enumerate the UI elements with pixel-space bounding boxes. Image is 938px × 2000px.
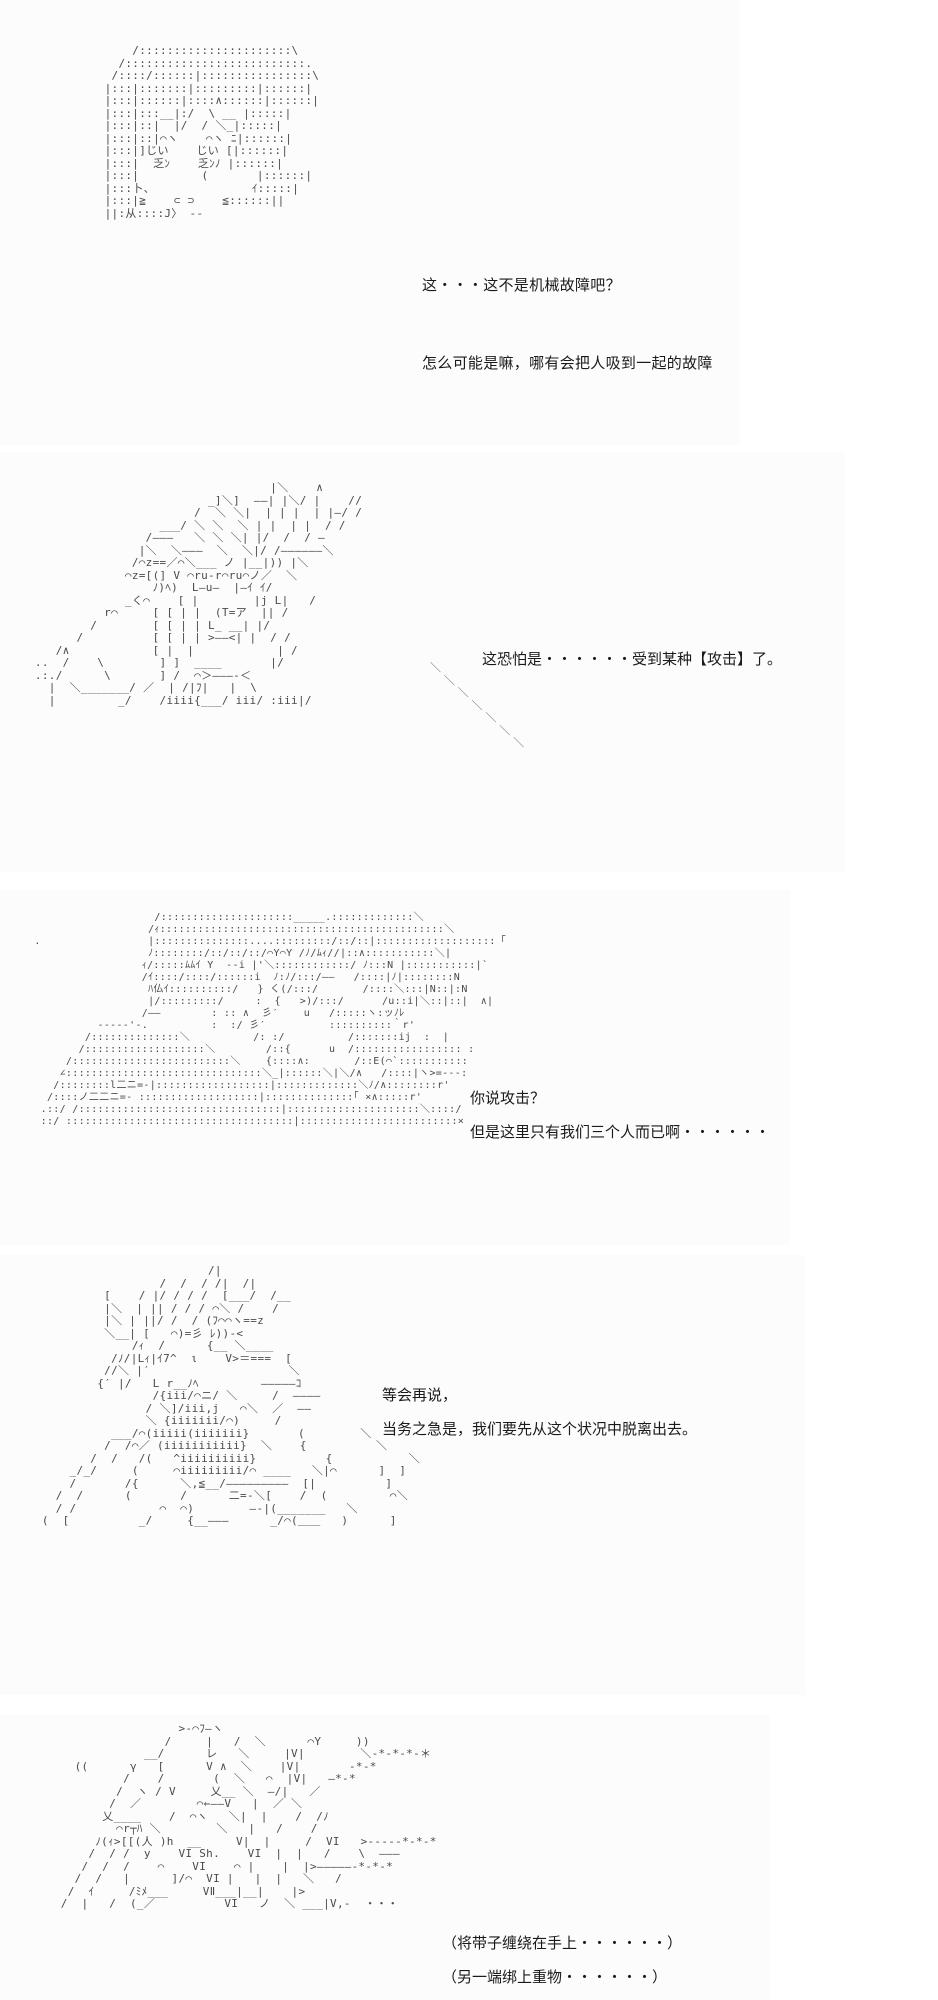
ascii-art-character-4: /| / / / /| /| [ / |/ / / / [___/ /__ |＼…	[41, 1264, 421, 1527]
dialogue-5: （将带子缠绕在手上・・・・・・） （另一端绑上重物・・・・・・）	[442, 1933, 682, 2000]
dialogue-line: 当务之急是，我们要先从这个状况中脱离出去。	[382, 1420, 698, 1438]
dialogue-line: 怎么可能是嘛，哪有会把人吸到一起的故障	[422, 354, 713, 372]
dialogue-line: 这恐怕是・・・・・・受到某种【攻击】了。	[482, 650, 783, 668]
ascii-art-character-5: >‐⌒ﾌ―ヽ / | / ＼ ⌒Y )) __/ レ ＼ |V| ＼-*-*-*…	[60, 1722, 437, 1910]
speed-lines: ＼ ＼ ＼ ＼ ＼ ＼ ＼	[430, 661, 525, 749]
dialogue-line: 等会再说，	[382, 1386, 458, 1404]
ascii-art-character-2: |＼ ∧ _]＼] ――| |＼/ | // / ＼ ＼| | | | | |―…	[34, 481, 363, 707]
dialogue-2: 这恐怕是・・・・・・受到某种【攻击】了。	[482, 649, 782, 687]
dialogue-3: 你说攻击？ 但是这里只有我们三个人而已啊・・・・・・	[470, 1088, 770, 1156]
ascii-art-character-3: /:::::::::::::::::::::_____.::::::::::::…	[34, 912, 507, 1127]
panel-3: /:::::::::::::::::::::_____.::::::::::::…	[0, 890, 790, 1245]
ascii-art-character-1: /::::::::::::::::::::::\ /::::::::::::::…	[70, 44, 713, 372]
dialogue-1: 这・・・这不是机械故障吧？ 怎么可能是嘛，哪有会把人吸到一起的故障	[422, 235, 713, 431]
panel-5: >‐⌒ﾌ―ヽ / | / ＼ ⌒Y )) __/ レ ＼ |V| ＼-*-*-*…	[0, 1715, 770, 2000]
panel-2: |＼ ∧ _]＼] ――| |＼/ | // / ＼ ＼| | | | | |―…	[0, 452, 845, 872]
dialogue-line: （另一端绑上重物・・・・・・）	[442, 1968, 668, 1986]
panel-1: /::::::::::::::::::::::\ /::::::::::::::…	[0, 0, 740, 445]
dialogue-4: 等会再说， 当务之急是，我们要先从这个状况中脱离出去。	[382, 1385, 697, 1453]
dialogue-line: 但是这里只有我们三个人而已啊・・・・・・	[470, 1123, 771, 1141]
dialogue-line: （将带子缠绕在手上・・・・・・）	[442, 1934, 683, 1952]
dialogue-line: 这・・・这不是机械故障吧？	[422, 276, 621, 294]
panel-4: /| / / / /| /| [ / |/ / / / [___/ /__ |＼…	[0, 1255, 805, 1695]
dialogue-line: 你说攻击？	[470, 1089, 546, 1107]
